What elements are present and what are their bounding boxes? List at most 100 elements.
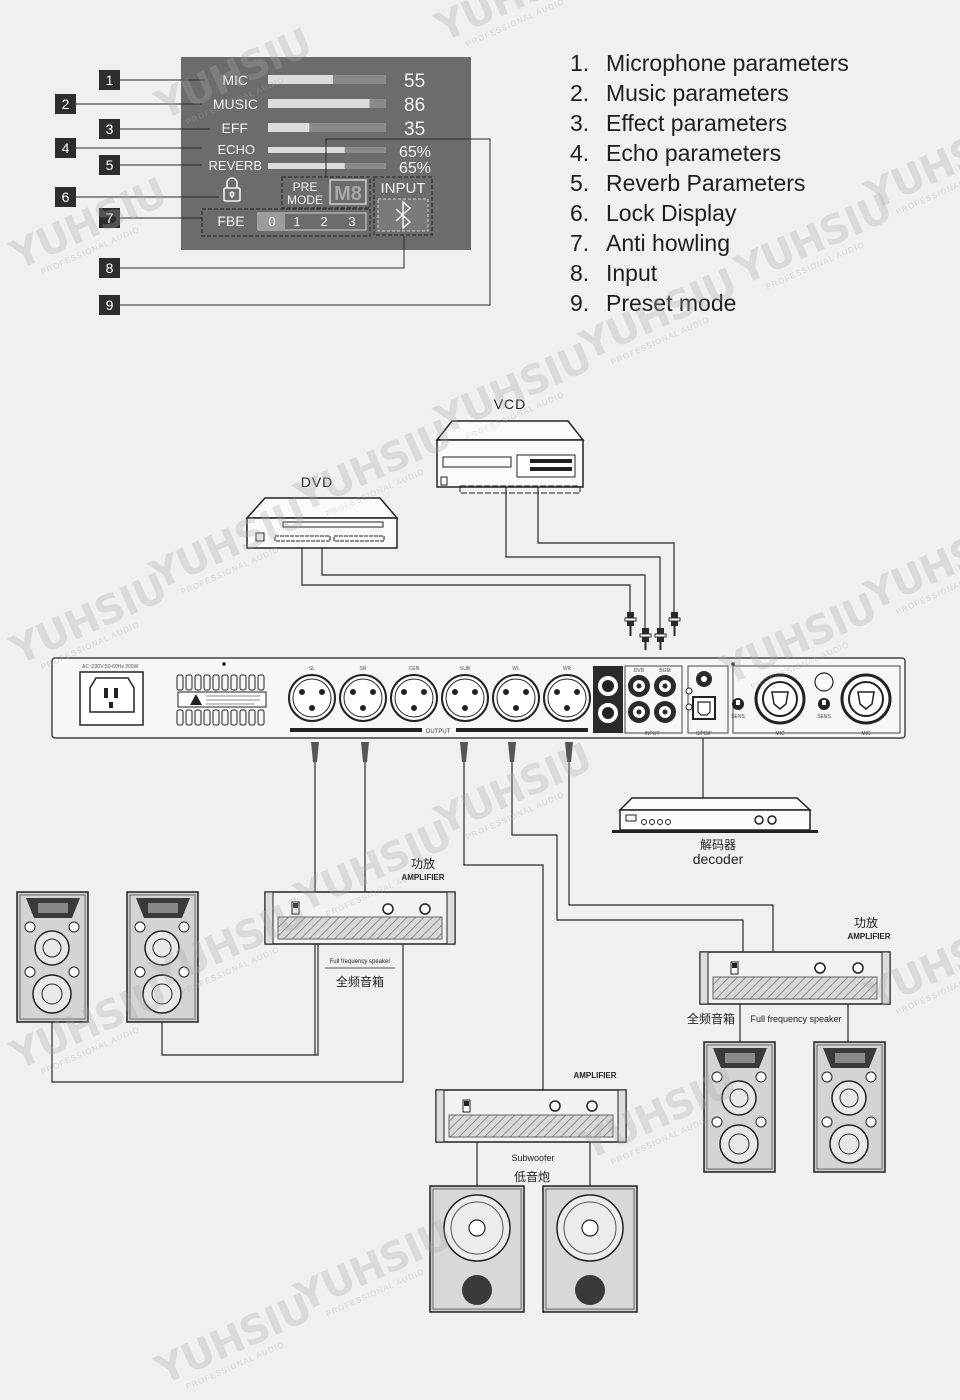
legend-text: Preset mode <box>606 290 737 316</box>
legend-item: 9. Preset mode <box>570 288 950 318</box>
callout-9: 9 <box>99 295 120 315</box>
xlr-plugs <box>311 742 573 762</box>
legend-item: 8.Input <box>570 258 950 288</box>
spdif-section: S/PDIF <box>685 665 729 737</box>
power-socket <box>79 671 144 726</box>
output-channel-label: WL <box>512 666 520 672</box>
speaker-left-1 <box>16 891 89 1023</box>
legend-text: Effect parameters <box>606 110 788 136</box>
legend-text: Echo parameters <box>606 140 782 166</box>
legend-item: 4.Echo parameters <box>570 138 950 168</box>
rca-inputs: DVD BGM INPUT <box>624 665 683 737</box>
xlr-outputs <box>288 674 591 722</box>
output-channel-labels: SL SR CEN SUB WL WR <box>309 666 572 672</box>
pre-mode-label: PRE <box>293 180 318 194</box>
callout-number: 7 <box>106 210 114 226</box>
param-value: 55 <box>404 71 425 92</box>
param-row-eff: EFF 35 <box>222 119 426 140</box>
callout-number: 9 <box>106 297 114 313</box>
legend-text: Anti howling <box>606 230 731 256</box>
param-label: EFF <box>222 120 248 136</box>
amp-speaker-label-en: Full frequency speaker <box>750 1014 841 1024</box>
output-channel-label: SUB <box>460 666 471 672</box>
legend-number: 9. <box>570 290 590 316</box>
param-value: 65% <box>399 160 431 177</box>
rca-jack <box>628 701 650 723</box>
mic-combo-jack <box>840 673 892 725</box>
fbe-selected-highlight <box>259 214 285 229</box>
speaker-left-2 <box>126 891 199 1023</box>
warning-icon <box>190 694 202 705</box>
callout-4: 4 <box>55 138 76 158</box>
param-bar-fill <box>268 123 310 132</box>
callout-3: 3 <box>99 119 120 139</box>
amp-label-cn: 功放 <box>854 915 878 930</box>
param-bar-fill <box>268 147 345 153</box>
legend-number: 8. <box>570 260 590 286</box>
spdif-label: S/PDIF <box>696 731 712 737</box>
param-bar-fill <box>268 163 345 169</box>
lock-icon <box>223 177 241 202</box>
mode-value: M8 <box>334 183 362 205</box>
amp-speaker-label-en: Subwoofer <box>511 1153 554 1163</box>
output-channel-label: SR <box>360 666 367 672</box>
rca-plugs <box>624 612 681 650</box>
legend-item: 5.Reverb Parameters <box>570 168 950 198</box>
connection-diagram: MIC 55 MUSIC 86 EFF 35 ECHO 65% REVERB <box>16 57 906 1313</box>
legend-item: 6.Lock Display <box>570 198 950 228</box>
fbe-options-box <box>257 212 367 231</box>
xlr-jack <box>390 674 438 722</box>
output-bar <box>456 728 588 732</box>
decoder-label-cn: 解码器 <box>700 838 736 852</box>
param-label: REVERB <box>209 158 262 173</box>
rca-jack <box>654 701 676 723</box>
legend-item: 7.Anti howling <box>570 228 950 258</box>
param-value: 65% <box>399 144 431 161</box>
subwoofer-2 <box>542 1185 638 1313</box>
speaker-right-1 <box>703 1041 776 1173</box>
callout-1: 1 <box>99 70 120 90</box>
amp-label-en: AMPLIFIER <box>573 1071 616 1080</box>
rca-plug <box>654 628 667 650</box>
amplifier-left: 功放 AMPLIFIER Full frequency speaker 全频音箱 <box>264 856 456 989</box>
amp-speaker-label-cn: 全频音箱 <box>687 1011 735 1026</box>
fbe-option: 3 <box>348 214 355 229</box>
cables <box>51 487 849 1186</box>
param-row-echo: ECHO 65% <box>217 142 431 161</box>
legend-item: 1.Microphone parameters <box>570 48 950 78</box>
callout-leaders <box>76 79 491 306</box>
callout-7: 7 <box>99 208 120 228</box>
xlr-plug <box>460 742 468 762</box>
amp-label-en: AMPLIFIER <box>401 873 444 882</box>
legend-item: 2.Music parameters <box>570 78 950 108</box>
fbe-option: 1 <box>293 214 300 229</box>
xlr-plug <box>508 742 516 762</box>
speaker-right-2 <box>813 1041 886 1173</box>
param-bar-fill <box>268 75 333 84</box>
dvd-player: DVD <box>245 474 399 549</box>
input-label: INPUT <box>381 180 426 197</box>
fbe-option: 2 <box>320 214 327 229</box>
callout-number: 6 <box>62 189 70 205</box>
output-bar <box>290 728 422 732</box>
legend-text: Music parameters <box>606 80 789 106</box>
fbe-label: FBE <box>217 213 244 229</box>
mic-label: MIC <box>775 731 785 737</box>
subwoofer-1 <box>429 1185 525 1313</box>
decoder: 解码器 decoder <box>612 797 818 867</box>
bluetooth-icon <box>395 200 412 230</box>
param-bar-fill <box>268 99 370 108</box>
decoder-label-en: decoder <box>693 851 744 867</box>
output-channel-label: SL <box>309 666 315 672</box>
aux-jack-block <box>593 666 623 733</box>
callout-number: 5 <box>106 157 114 173</box>
legend-text: Reverb Parameters <box>606 170 806 196</box>
mic-label: MIC <box>861 731 871 737</box>
xlr-jack <box>543 674 591 722</box>
xlr-jack <box>288 674 336 722</box>
param-bar-track <box>268 123 386 132</box>
legend-text: Microphone parameters <box>606 50 849 76</box>
xlr-plug <box>311 742 319 762</box>
dvd-label: DVD <box>301 474 334 490</box>
mic-combo-jack <box>754 673 806 725</box>
